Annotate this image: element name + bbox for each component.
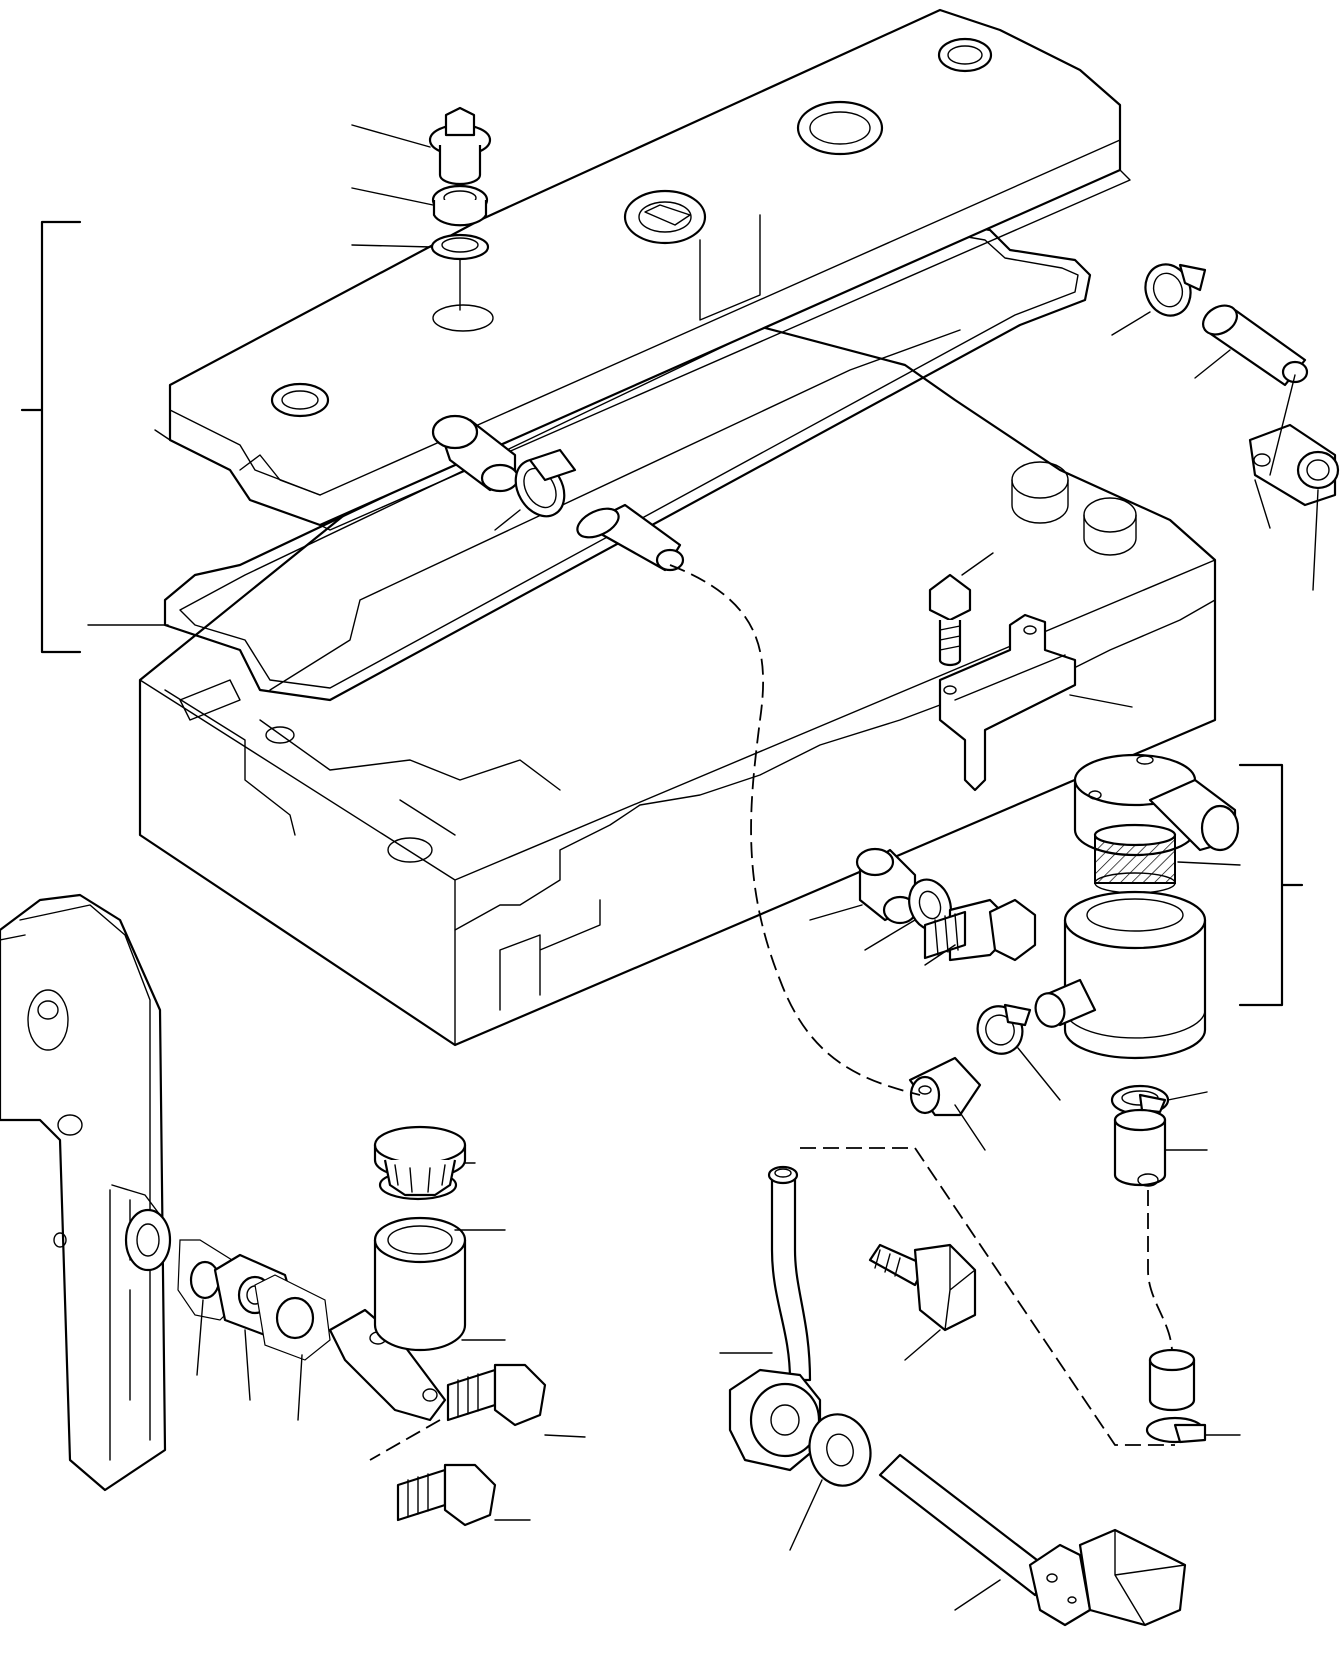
cover-fixing-nut xyxy=(428,106,494,332)
hose-path-dashed-b xyxy=(800,1147,1175,1446)
leader-lines xyxy=(87,124,1319,1611)
hose-clamp-centre xyxy=(976,1003,1032,1055)
flange-bolt-centre xyxy=(923,898,1037,962)
breather-body xyxy=(1034,890,1207,1060)
hose-path-dashed-a xyxy=(669,564,921,1096)
filler-gasket-2 xyxy=(254,1274,331,1361)
rocker-cover xyxy=(154,8,1131,531)
mounting-bolt-lower xyxy=(868,1243,977,1332)
rubber-bush xyxy=(855,847,918,925)
hose-clamp-cover xyxy=(514,448,577,518)
group-bracket-right xyxy=(1238,763,1304,1007)
flange-bolt-filler-2 xyxy=(396,1463,497,1527)
breather-bracket xyxy=(938,613,1077,792)
banjo-pipe xyxy=(728,1165,822,1472)
hose-cover xyxy=(576,503,685,572)
bolt-path-dashed xyxy=(369,1419,441,1461)
hose-breather-outlet xyxy=(1113,1108,1167,1187)
oil-filler-neck xyxy=(373,1216,467,1352)
p-clip-bracket xyxy=(1248,423,1340,507)
hose-upper-right xyxy=(1202,304,1309,387)
oil-filler-cap xyxy=(373,1125,467,1197)
hose-path-dashed-c xyxy=(1147,1190,1173,1351)
bracket-bolt xyxy=(928,573,972,667)
hose-clamp-lower-right xyxy=(1145,1416,1207,1444)
hose-clamp-upper-right xyxy=(1144,263,1207,317)
banjo-sealing-washer xyxy=(808,1413,872,1487)
timing-case-cover xyxy=(0,893,172,1492)
breather-filter-element xyxy=(1093,823,1177,894)
hose-lower-right xyxy=(1148,1348,1196,1412)
banjo-bolt xyxy=(878,1453,1187,1627)
flange-bolt-filler-1 xyxy=(446,1363,547,1427)
hose-elbow-centre xyxy=(908,1056,982,1117)
group-bracket-left xyxy=(20,220,82,654)
